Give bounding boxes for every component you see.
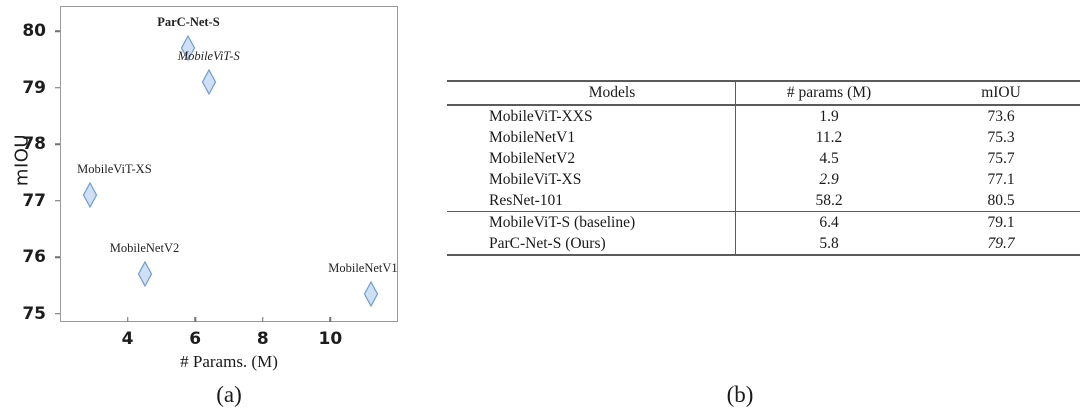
x-tick-label: 10: [318, 329, 343, 349]
y-tick-label: 78: [22, 134, 46, 155]
y-axis-label: mIOU: [11, 133, 33, 187]
y-axis-label-wrap: mIOU: [12, 0, 33, 320]
table-head: Models # params (M) mIOU: [447, 80, 1080, 106]
table-cell-miou: 79.7: [922, 233, 1080, 256]
table-cell-miou: 75.7: [987, 150, 1015, 167]
scatter-point-label: MobileViT-S: [177, 49, 240, 64]
table-row: MobileViT-S (baseline) 6.4 79.1: [447, 211, 1080, 233]
table-cell-model: MobileNetV2: [489, 150, 576, 167]
panel-b-results-table: Models # params (M) mIOU MobileViT-XXS 1.…: [440, 0, 1080, 419]
table-header-row: Models # params (M) mIOU: [447, 80, 1080, 106]
scatter-point-label: MobileNetV2: [109, 241, 180, 256]
table-row: MobileNetV1 11.2 75.3: [447, 127, 1080, 148]
x-tick-mark: [126, 317, 129, 322]
y-tick-mark: [55, 199, 60, 202]
scatter-point-marker: [83, 182, 98, 209]
scatter-point-marker: [363, 280, 379, 307]
table-cell-params: 2.9: [735, 169, 922, 190]
results-table: Models # params (M) mIOU MobileViT-XXS 1.…: [447, 80, 1080, 256]
caption-a: (a): [216, 382, 242, 407]
x-tick-mark: [194, 317, 196, 322]
y-tick-label: 75: [22, 303, 46, 324]
column-header-miou: mIOU: [922, 80, 1080, 106]
table-row: MobileNetV2 4.5 75.7: [447, 148, 1080, 169]
x-tick-label: 6: [189, 329, 202, 349]
scatter-point-label: ParC-Net-S: [157, 15, 220, 30]
table-cell-model: ResNet-101: [447, 190, 736, 212]
y-tick-label: 79: [22, 77, 46, 98]
column-header-models: Models: [447, 80, 736, 106]
scatter-point-label: MobileViT-XS: [77, 162, 152, 177]
column-header-params: # params (M): [735, 80, 922, 106]
table-cell-params: 6.4: [735, 211, 922, 233]
table-cell-params: 1.9: [735, 105, 922, 127]
panel-a-scatter-chart: 75 76 77 78 79 80 4 6 8 10 ParC-Net-S MobileViT-S…: [0, 0, 440, 419]
table-cell-model: MobileNetV1: [489, 129, 576, 146]
scatter-point-marker: [201, 69, 216, 96]
caption-b: (b): [726, 382, 754, 407]
table-cell-model: ParC-Net-S (Ours): [447, 233, 736, 256]
table-cell-miou: 77.1: [987, 171, 1015, 188]
y-tick-mark: [55, 30, 60, 33]
table-cell-model: MobileViT-S (baseline): [489, 214, 636, 231]
table-cell-miou: 75.3: [987, 129, 1015, 146]
x-axis-label: # Params. (M): [180, 352, 278, 371]
y-tick-mark: [55, 256, 60, 258]
scatter-point-marker: [137, 261, 152, 288]
table-cell-miou: 80.5: [922, 190, 1080, 212]
table-row: MobileViT-XS 2.9 77.1: [447, 169, 1080, 190]
x-tick-mark: [329, 317, 332, 322]
table-cell-params: 5.8: [735, 233, 922, 256]
table-row: MobileViT-XXS 1.9 73.6: [447, 105, 1080, 127]
y-tick-mark: [55, 312, 60, 315]
table-cell-params: 58.2: [735, 190, 922, 212]
y-tick-mark: [55, 87, 60, 89]
x-tick-label: 4: [121, 329, 134, 349]
table-cell-model: MobileViT-XXS: [489, 108, 593, 125]
x-tick-label: 8: [256, 329, 269, 349]
table-cell-miou: 79.1: [987, 214, 1015, 231]
table-cell-miou: 73.6: [987, 108, 1015, 125]
y-tick-label: 77: [22, 190, 46, 211]
y-tick-label: 80: [22, 21, 46, 42]
scatter-point-label: MobileNetV1: [328, 260, 398, 275]
table-cell-model: MobileViT-XS: [489, 171, 582, 188]
x-tick-mark: [262, 317, 264, 322]
y-tick-label: 76: [22, 247, 46, 268]
scatter-point-marker: [181, 35, 196, 62]
plot-frame: [60, 6, 398, 322]
table-cell-params: 4.5: [735, 148, 922, 169]
table-cell-params: 11.2: [735, 127, 922, 148]
y-tick-mark: [55, 143, 60, 145]
